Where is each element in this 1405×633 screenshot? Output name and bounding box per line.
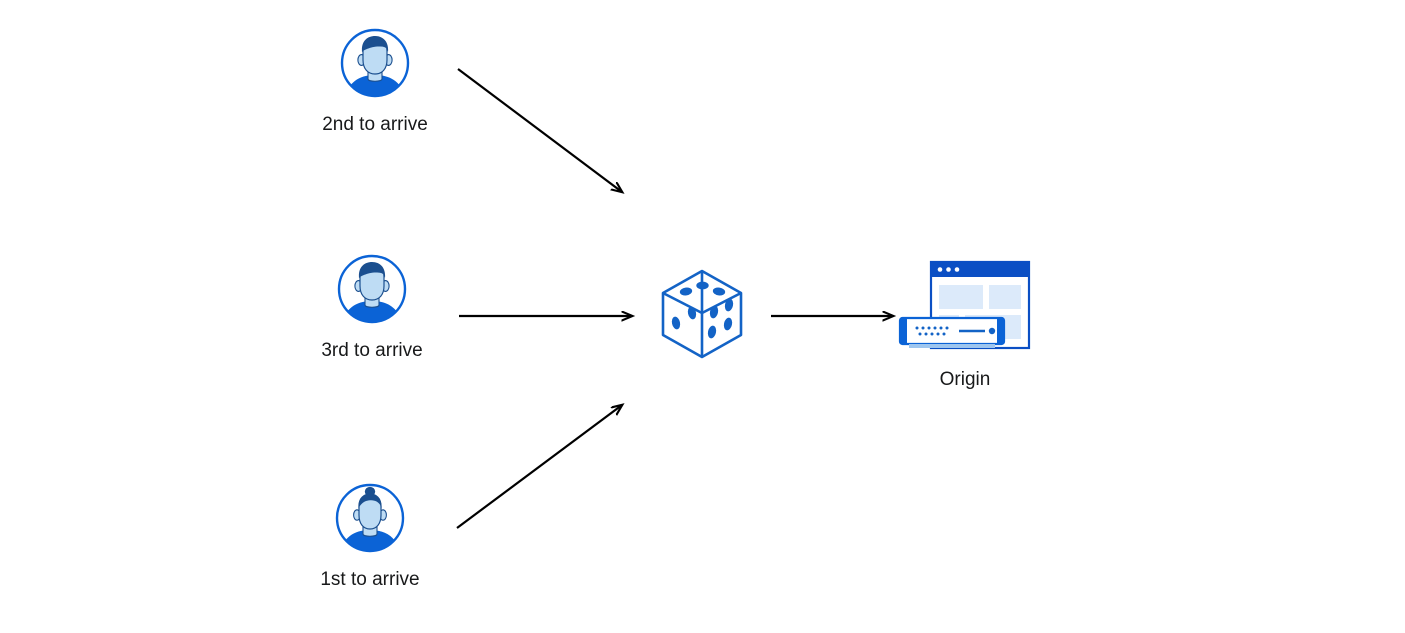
dice-icon [661,269,743,359]
node-randomizer[interactable] [659,268,745,360]
server-device-icon [898,316,1006,348]
user-avatar-female-icon [335,483,405,553]
browser-window-icon [929,260,1031,350]
conn-1st-to-dice [456,405,622,529]
conn-2nd-to-dice [457,68,622,192]
avatar [336,253,408,325]
avatar [339,27,411,99]
node-origin[interactable]: Origin [897,258,1033,392]
user-avatar-male-icon [340,28,410,98]
node-label: 3rd to arrive [321,340,423,361]
node-label: 1st to arrive [320,569,420,590]
node-client-3rd[interactable]: 3rd to arrive [297,253,447,363]
origin-server-icon [898,260,1031,350]
node-label: Origin [939,369,991,390]
node-client-1st[interactable]: 1st to arrive [295,482,445,592]
user-avatar-male-icon [337,254,407,324]
node-label: 2nd to arrive [322,114,428,135]
avatar [334,482,406,554]
node-client-2nd[interactable]: 2nd to arrive [300,27,450,137]
